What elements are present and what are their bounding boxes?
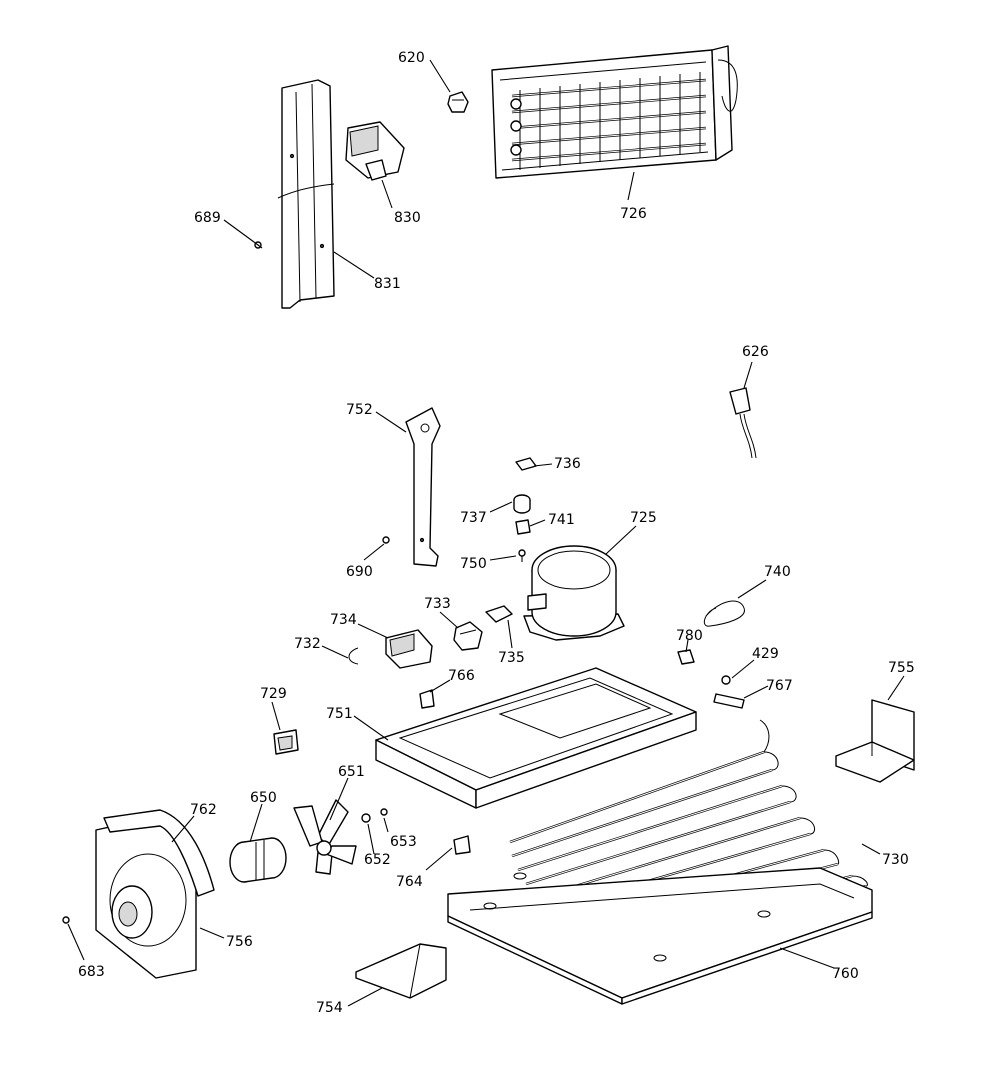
label-767: 767 xyxy=(766,678,793,694)
label-689: 689 xyxy=(194,210,221,226)
part-651-fan-blade xyxy=(293,799,357,875)
part-831-bracket xyxy=(277,79,335,309)
part-736 xyxy=(515,457,537,471)
label-620: 620 xyxy=(398,50,425,66)
part-652 xyxy=(361,813,371,823)
label-653: 653 xyxy=(390,834,417,850)
label-733: 733 xyxy=(424,596,451,612)
label-741: 741 xyxy=(548,512,575,528)
label-651: 651 xyxy=(338,764,365,780)
part-740-loop xyxy=(703,600,745,627)
label-762: 762 xyxy=(190,802,217,818)
part-733 xyxy=(453,621,483,651)
part-737 xyxy=(513,494,531,514)
label-750: 750 xyxy=(460,556,487,572)
label-760: 760 xyxy=(832,966,859,982)
label-734: 734 xyxy=(330,612,357,628)
condenser xyxy=(491,45,738,179)
label-732: 732 xyxy=(294,636,321,652)
part-650-motor xyxy=(229,837,287,883)
part-735 xyxy=(485,605,513,623)
label-737: 737 xyxy=(460,510,487,526)
part-725-compressor xyxy=(523,545,625,641)
part-653 xyxy=(380,808,388,816)
part-760-tray xyxy=(447,867,873,1005)
label-726: 726 xyxy=(620,206,647,222)
part-626-harness xyxy=(729,387,757,459)
callout-labels: 620 726 830 689 831 626 752 736 737 741 … xyxy=(78,50,915,1016)
part-751-base-pan xyxy=(375,667,697,809)
label-766: 766 xyxy=(448,668,475,684)
part-683-screw xyxy=(62,916,70,924)
label-740: 740 xyxy=(764,564,791,580)
label-754: 754 xyxy=(316,1000,343,1016)
label-764: 764 xyxy=(396,874,423,890)
label-652: 652 xyxy=(364,852,391,868)
label-830: 830 xyxy=(394,210,421,226)
label-429: 429 xyxy=(752,646,779,662)
label-729: 729 xyxy=(260,686,287,702)
label-683: 683 xyxy=(78,964,105,980)
part-766-clip xyxy=(419,689,435,709)
leader-lines xyxy=(67,59,905,1007)
label-831: 831 xyxy=(374,276,401,292)
part-755-bracket xyxy=(835,699,915,783)
part-754-bracket xyxy=(355,943,447,999)
part-752-strap xyxy=(405,407,441,567)
label-755: 755 xyxy=(888,660,915,676)
part-762-gasket xyxy=(103,809,215,897)
part-732-clip xyxy=(348,647,359,665)
part-764-clip xyxy=(453,835,471,855)
part-734-relay xyxy=(385,629,433,669)
label-626: 626 xyxy=(742,344,769,360)
label-780: 780 xyxy=(676,628,703,644)
part-689-screw xyxy=(253,241,263,249)
part-620-clip xyxy=(447,91,469,113)
part-830-relay xyxy=(345,121,405,181)
part-780 xyxy=(677,649,695,665)
part-750 xyxy=(518,549,526,562)
label-650: 650 xyxy=(250,790,277,806)
label-756: 756 xyxy=(226,934,253,950)
part-741 xyxy=(515,519,531,535)
label-690: 690 xyxy=(346,564,373,580)
label-751: 751 xyxy=(326,706,353,722)
label-752: 752 xyxy=(346,402,373,418)
part-429 xyxy=(721,675,731,685)
label-736: 736 xyxy=(554,456,581,472)
label-725: 725 xyxy=(630,510,657,526)
part-767 xyxy=(713,693,745,709)
part-729 xyxy=(273,729,299,755)
part-690-screw xyxy=(382,536,390,544)
label-730: 730 xyxy=(882,852,909,868)
label-735: 735 xyxy=(498,650,525,666)
